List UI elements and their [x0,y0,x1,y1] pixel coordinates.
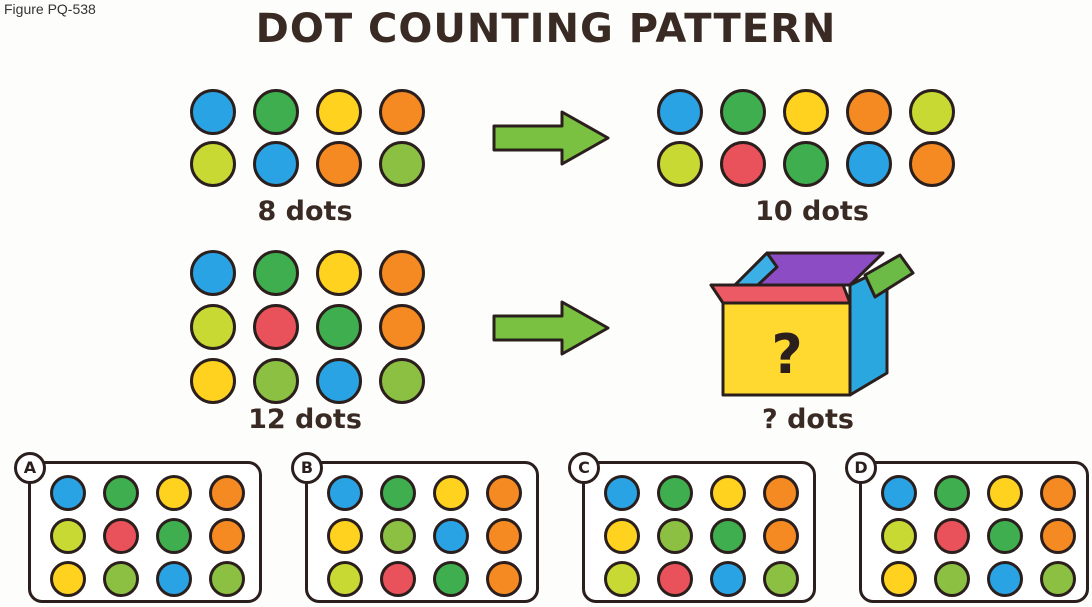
open-box-question-icon: ? [705,245,920,400]
example-8-dot-green [253,89,299,135]
example-8-dot-lime [190,141,236,187]
option-a-dot-lime [50,518,86,554]
example-12-dot-yellow [190,358,236,404]
example-8-dot-orange [379,89,425,135]
example-12-dot-blue [316,358,362,404]
caption-8-dots: 8 dots [205,196,405,227]
option-d-dot-olive [934,561,970,597]
example-10-dot-orange [846,89,892,135]
option-a-dot-orange [209,475,245,511]
question-mark: ? [771,323,802,386]
option-d-dot-lime [881,518,917,554]
option-b-badge[interactable]: B [291,452,323,484]
option-a-dot-blue [50,475,86,511]
option-c-dot-green [657,475,693,511]
example-12-dot-orange [379,250,425,296]
option-c-dot-yellow [710,475,746,511]
option-c-dot-red [657,561,693,597]
caption-10-dots: 10 dots [712,196,912,227]
option-d-dot-blue [881,475,917,511]
example-10-dot-yellow [783,89,829,135]
option-b-dot-olive [380,518,416,554]
option-d-badge[interactable]: D [845,452,877,484]
option-d-dot-green [934,475,970,511]
caption-unknown-dots: ? dots [708,404,908,435]
option-d-dot-yellow [987,475,1023,511]
option-b-dot-yellow [433,475,469,511]
option-d-dot-blue [987,561,1023,597]
example-10-dot-green [720,89,766,135]
option-a-badge[interactable]: A [14,452,46,484]
example-12-dot-blue [190,250,236,296]
example-10-dot-blue [657,89,703,135]
example-10-dot-red [720,141,766,187]
option-a-dot-red [103,518,139,554]
example-12-dot-olive [379,358,425,404]
option-d-dot-yellow [881,561,917,597]
option-a-dot-yellow [156,475,192,511]
option-a-dot-green [156,518,192,554]
example-10-dot-orange [909,141,955,187]
option-b-dot-orange [486,518,522,554]
option-b-dot-blue [327,475,363,511]
option-c-dot-blue [604,475,640,511]
option-c-dot-blue [710,561,746,597]
example-8-dot-blue [253,141,299,187]
option-b-dot-blue [433,518,469,554]
option-b-dot-red [380,561,416,597]
option-a-dot-orange [209,518,245,554]
option-a-dot-olive [209,561,245,597]
example-10-dot-lime [657,141,703,187]
option-a-dot-blue [156,561,192,597]
arrow-right-icon [490,108,612,168]
example-12-dot-lime [190,304,236,350]
example-10-dot-green [783,141,829,187]
option-b-dot-green [433,561,469,597]
option-d-dot-orange [1040,518,1076,554]
arrow-right-icon [490,298,612,358]
example-10-dot-lime [909,89,955,135]
page-title: DOT COUNTING PATTERN [0,6,1092,52]
example-12-dot-orange [379,304,425,350]
example-8-dot-blue [190,89,236,135]
example-10-dot-blue [846,141,892,187]
option-b-dot-orange [486,561,522,597]
example-12-dot-green [253,250,299,296]
option-c-dot-green [710,518,746,554]
option-c-dot-olive [763,561,799,597]
example-12-dot-yellow [316,250,362,296]
option-c-dot-lime [604,561,640,597]
option-d-dot-green [987,518,1023,554]
option-d-dot-orange [1040,475,1076,511]
option-b-dot-green [380,475,416,511]
option-c-badge[interactable]: C [568,452,600,484]
option-b-dot-orange [486,475,522,511]
option-c-dot-orange [763,475,799,511]
example-8-dot-olive [379,141,425,187]
option-c-dot-yellow [604,518,640,554]
option-d-dot-red [934,518,970,554]
option-a-dot-olive [103,561,139,597]
example-12-dot-olive [253,358,299,404]
example-8-dot-orange [316,141,362,187]
option-b-dot-lime [327,561,363,597]
option-a-dot-green [103,475,139,511]
option-a-dot-yellow [50,561,86,597]
option-c-dot-olive [657,518,693,554]
option-b-dot-yellow [327,518,363,554]
option-d-dot-olive [1040,561,1076,597]
option-c-dot-orange [763,518,799,554]
caption-12-dots: 12 dots [205,404,405,435]
example-12-dot-red [253,304,299,350]
example-12-dot-green [316,304,362,350]
example-8-dot-yellow [316,89,362,135]
